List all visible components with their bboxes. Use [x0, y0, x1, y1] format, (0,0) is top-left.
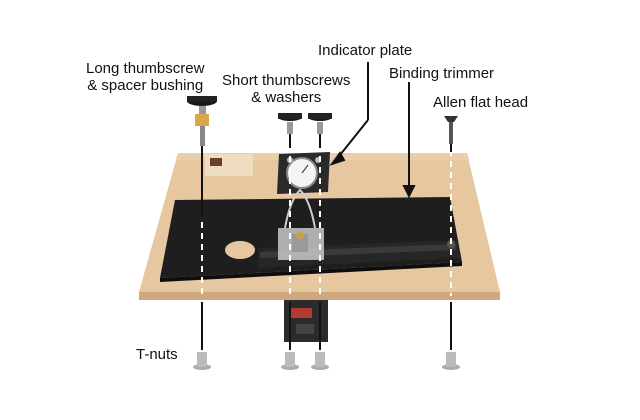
allen-flat-head-label: Allen flat head: [433, 94, 528, 111]
short-thumbscrew-icon: [278, 113, 302, 134]
t-nut-icon: [193, 352, 211, 370]
long-thumbscrew-icon: [187, 96, 217, 146]
carriage: [278, 188, 324, 260]
t-nuts-label: T-nuts: [136, 346, 178, 363]
indicator-plate-label: Indicator plate: [318, 42, 412, 59]
allen-flat-head-icon: [444, 116, 458, 144]
short-thumbscrews-label-line1: Short thumbscrews: [222, 72, 351, 89]
connector-lines: [201, 134, 452, 350]
long-thumbscrew-label-line2: & spacer bushing: [87, 77, 204, 94]
brand-plate: [205, 154, 253, 176]
binding-trimmer-label: Binding trimmer: [389, 65, 494, 82]
binding-trimmer-text: Binding trimmer: [389, 65, 495, 82]
short-thumbscrews-label: Short thumbscrews & washers: [222, 72, 350, 106]
long-thumbscrew-label: Long thumbscrew & spacer bushing: [86, 60, 204, 94]
leader-lines: [329, 62, 416, 199]
t-nut-icon: [442, 352, 460, 370]
t-nut-icon: [311, 352, 329, 370]
short-thumbscrew-icon: [308, 113, 332, 134]
short-thumbscrews-label-line2: & washers: [251, 89, 322, 106]
indicator-plate-text: Indicator plate: [318, 42, 413, 59]
t-nut-icon: [281, 352, 299, 370]
alignment-lines: [201, 145, 452, 296]
long-thumbscrew-label-line1: Long thumbscrew: [86, 60, 205, 77]
indicator-plate: [277, 152, 330, 194]
router-bit-hole: [225, 241, 255, 259]
allen-flat-head-text: Allen flat head: [433, 94, 529, 111]
t-nuts-text: T-nuts: [136, 346, 178, 363]
